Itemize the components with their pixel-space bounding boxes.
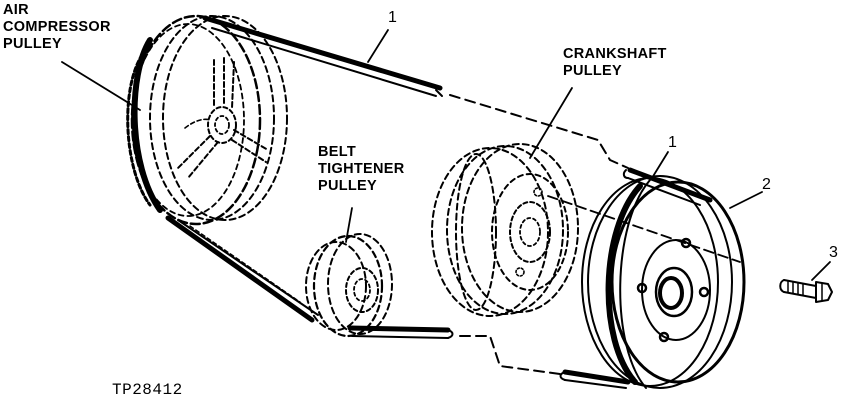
air-compressor-pulley	[126, 14, 288, 226]
leader-lines	[61, 29, 831, 281]
crankshaft-pulley	[431, 143, 579, 317]
air-compressor-pulley-label: AIR COMPRESSOR PULLEY	[3, 2, 111, 52]
belt-tightener-pulley	[305, 233, 393, 338]
callout-1-top: 1	[388, 9, 397, 26]
callout-1-right: 1	[668, 134, 677, 151]
crankshaft-pulley-label: CRANKSHAFT PULLEY	[563, 46, 667, 79]
callout-2: 2	[762, 176, 771, 193]
callout-3: 3	[829, 244, 838, 261]
bolt	[779, 279, 833, 303]
belt-tightener-pulley-label: BELT TIGHTENER PULLEY	[318, 144, 405, 194]
replacement-pulley	[581, 175, 746, 389]
drive-belt	[165, 15, 713, 389]
figure-code: TP28412	[112, 381, 183, 399]
